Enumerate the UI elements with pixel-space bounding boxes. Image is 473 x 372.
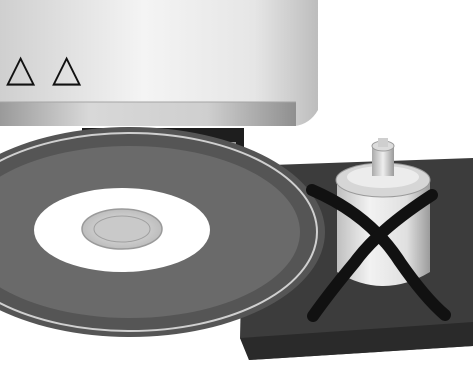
housing-base	[0, 102, 296, 126]
warning-triangle-icon: △	[52, 48, 81, 88]
disc-hub-inner	[94, 216, 150, 242]
drive-housing	[0, 0, 318, 126]
spindle-tip	[378, 138, 388, 147]
warning-triangle-icon: △	[6, 48, 35, 88]
